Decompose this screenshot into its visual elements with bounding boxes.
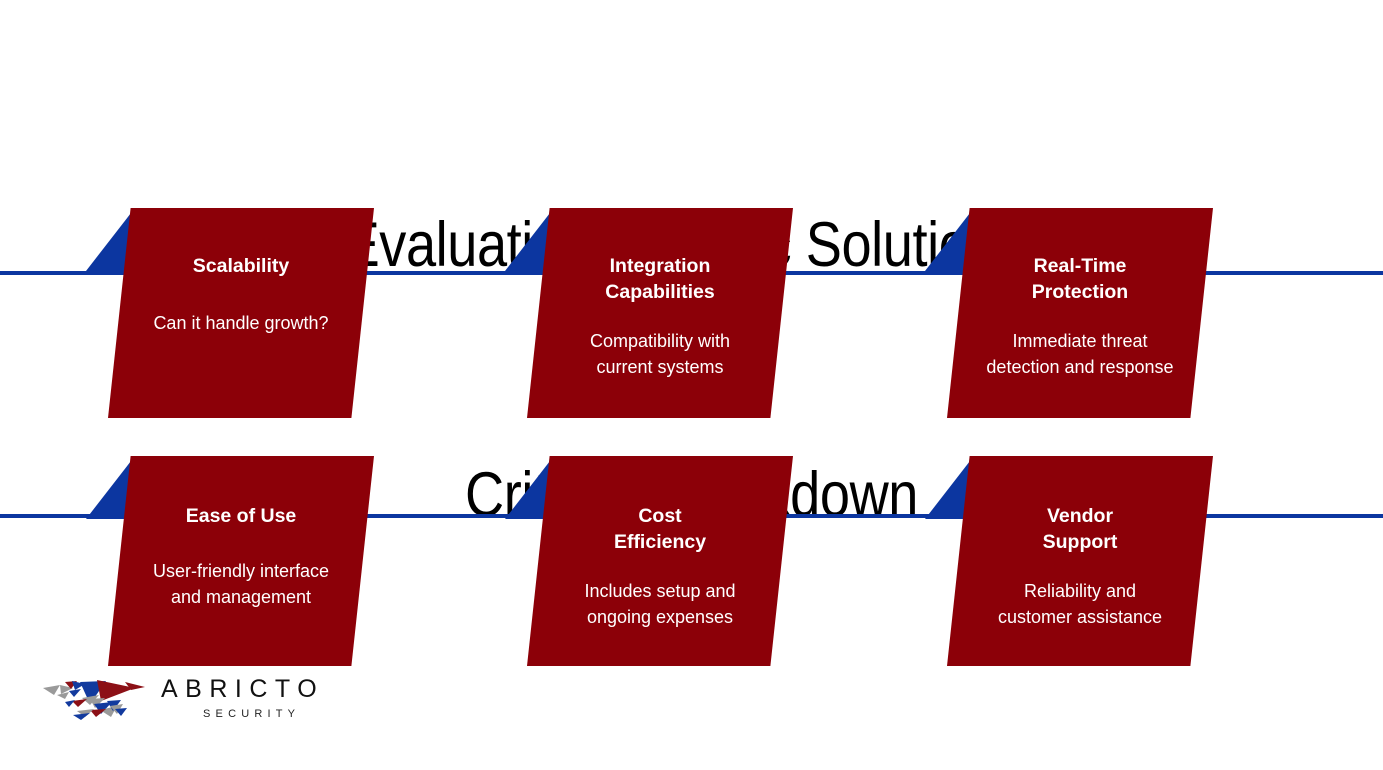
criterion-card — [947, 208, 1213, 418]
criterion-ease-of-use[interactable]: Ease of Use User-friendly interface and … — [86, 456, 418, 666]
logo-wordmark: ABRICTO SECURITY — [161, 674, 325, 720]
criterion-content: Cost Efficiency Includes setup and ongoi… — [527, 456, 793, 666]
criterion-title: Scalability — [192, 255, 290, 277]
criterion-title: Vendor Support — [1042, 505, 1118, 553]
criterion-title: Ease of Use — [185, 505, 297, 527]
criterion-vendor-support[interactable]: Vendor Support Reliability and customer … — [925, 456, 1257, 666]
criterion-cost-efficiency[interactable]: Cost Efficiency Includes setup and ongoi… — [505, 456, 837, 666]
criterion-title: Cost Efficiency — [613, 505, 707, 553]
criterion-real-time-protection[interactable]: Real-Time Protection Immediate threat de… — [925, 208, 1257, 418]
criterion-description: Immediate threat detection and response — [986, 330, 1174, 377]
criteria-row-1: Scalability Can it handle growth? Integr… — [0, 208, 1383, 420]
criterion-card — [947, 456, 1213, 666]
brand-logo: ABRICTO SECURITY — [42, 672, 324, 724]
logo-name: ABRICTO — [161, 674, 325, 703]
logo-subtitle: SECURITY — [203, 707, 301, 720]
criterion-content: Scalability Can it handle growth? — [108, 208, 374, 418]
criteria-row-2: Ease of Use User-friendly interface and … — [0, 456, 1383, 668]
criterion-scalability[interactable]: Scalability Can it handle growth? — [86, 208, 418, 418]
criterion-description: Includes setup and ongoing expenses — [584, 580, 736, 627]
criterion-title: Integration Capabilities — [605, 255, 715, 303]
criterion-content: Integration Capabilities Compatibility w… — [527, 208, 793, 418]
criterion-card — [108, 456, 374, 666]
criterion-description: User-friendly interface and management — [152, 560, 330, 608]
criterion-content: Vendor Support Reliability and customer … — [947, 456, 1213, 666]
criterion-card — [108, 208, 374, 418]
criterion-description: Can it handle growth? — [153, 312, 329, 333]
criterion-card — [527, 208, 793, 418]
raptor-logo-icon — [43, 680, 145, 720]
criterion-card — [527, 456, 793, 666]
criterion-content: Ease of Use User-friendly interface and … — [108, 456, 374, 666]
criterion-description: Reliability and customer assistance — [997, 580, 1163, 627]
criterion-integration-capabilities[interactable]: Integration Capabilities Compatibility w… — [505, 208, 837, 418]
criterion-title: Real-Time Protection — [1031, 255, 1129, 303]
criterion-description: Compatibility with current systems — [589, 330, 731, 377]
criterion-content: Real-Time Protection Immediate threat de… — [947, 208, 1213, 418]
